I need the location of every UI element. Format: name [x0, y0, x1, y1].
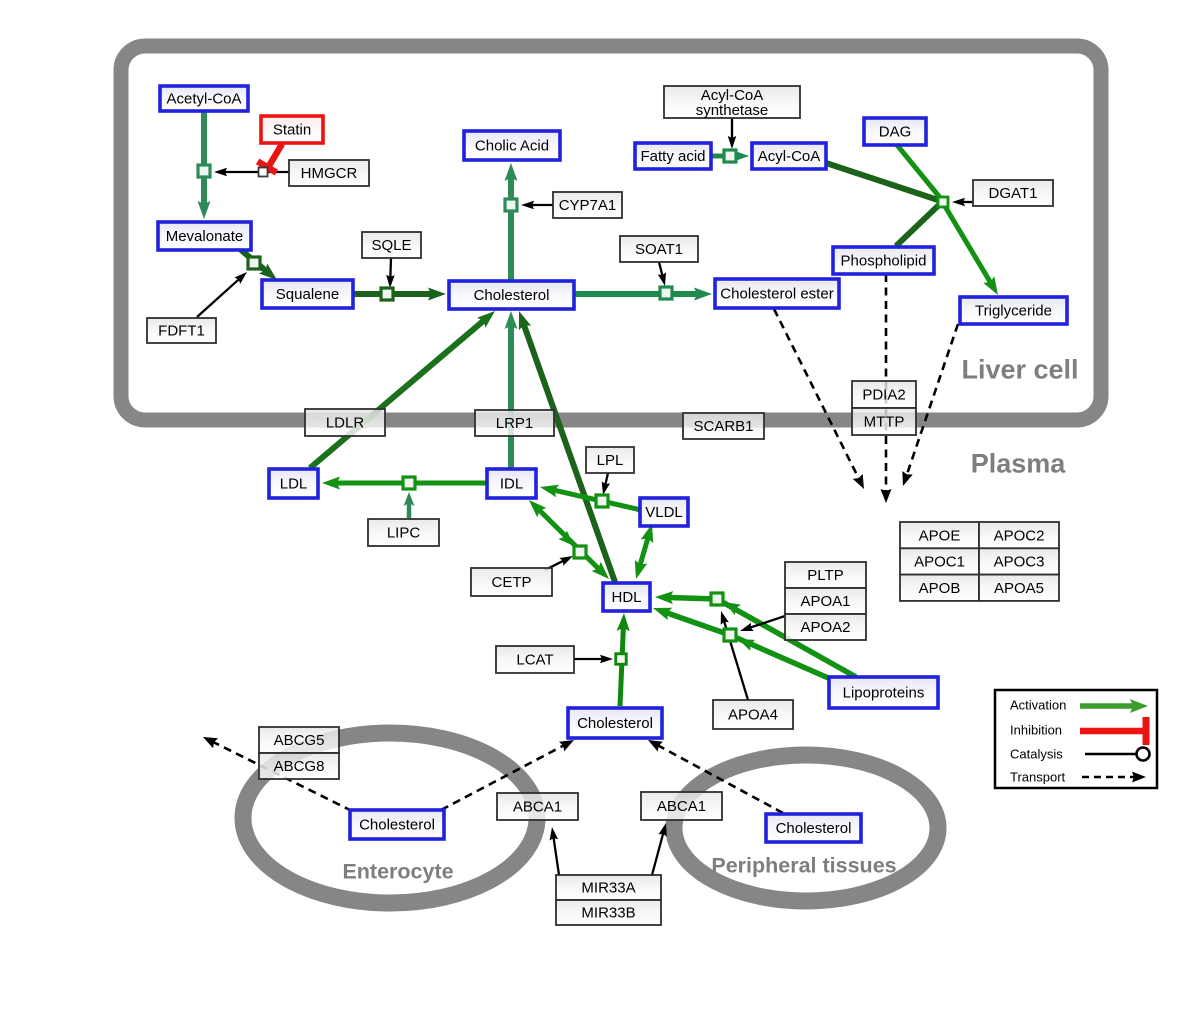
svg-text:Cholic Acid: Cholic Acid — [475, 138, 549, 155]
svg-text:Cholesterol: Cholesterol — [474, 287, 550, 304]
svg-text:Fatty acid: Fatty acid — [640, 148, 705, 165]
svg-text:ABCG8: ABCG8 — [274, 758, 325, 775]
svg-text:DGAT1: DGAT1 — [989, 185, 1038, 202]
svg-text:Transport: Transport — [1010, 769, 1066, 784]
svg-text:Lipoproteins: Lipoproteins — [843, 685, 925, 702]
svg-text:Phospholipid: Phospholipid — [841, 253, 927, 270]
svg-text:Triglyceride: Triglyceride — [975, 303, 1052, 320]
svg-text:PDIA2: PDIA2 — [862, 387, 905, 404]
svg-text:MIR33B: MIR33B — [581, 905, 635, 922]
svg-text:DAG: DAG — [879, 124, 912, 141]
svg-text:APOA5: APOA5 — [994, 580, 1044, 597]
svg-text:Acyl-CoA: Acyl-CoA — [758, 148, 821, 165]
svg-text:Liver cell: Liver cell — [961, 354, 1078, 384]
svg-text:APOC2: APOC2 — [994, 527, 1045, 544]
svg-text:Statin: Statin — [273, 122, 311, 139]
svg-text:FDFT1: FDFT1 — [158, 323, 205, 340]
svg-text:Peripheral tissues: Peripheral tissues — [711, 853, 896, 877]
svg-text:CETP: CETP — [491, 574, 531, 591]
svg-text:Catalysis: Catalysis — [1010, 746, 1063, 761]
svg-text:APOA4: APOA4 — [728, 707, 778, 724]
svg-text:Enterocyte: Enterocyte — [342, 859, 453, 883]
svg-text:APOC3: APOC3 — [994, 554, 1045, 571]
svg-text:HDL: HDL — [611, 589, 641, 606]
svg-text:Cholesterol: Cholesterol — [359, 817, 435, 834]
svg-text:LRP1: LRP1 — [496, 415, 534, 432]
svg-text:SOAT1: SOAT1 — [635, 241, 683, 258]
svg-text:Inhibition: Inhibition — [1010, 722, 1062, 737]
svg-text:ABCA1: ABCA1 — [513, 799, 562, 816]
svg-text:APOA1: APOA1 — [800, 593, 850, 610]
svg-text:Activation: Activation — [1010, 697, 1066, 712]
svg-text:Squalene: Squalene — [276, 286, 339, 303]
svg-text:LIPC: LIPC — [387, 525, 421, 542]
svg-text:LCAT: LCAT — [516, 652, 553, 669]
svg-text:MTTP: MTTP — [864, 414, 905, 431]
svg-text:Acyl-CoA: Acyl-CoA — [701, 87, 764, 104]
svg-text:VLDL: VLDL — [645, 504, 683, 521]
svg-text:SQLE: SQLE — [371, 237, 411, 254]
svg-text:PLTP: PLTP — [807, 567, 843, 584]
svg-text:APOA2: APOA2 — [800, 619, 850, 636]
svg-text:APOB: APOB — [919, 580, 961, 597]
svg-text:Acetyl-CoA: Acetyl-CoA — [166, 91, 241, 108]
svg-text:Cholesterol ester: Cholesterol ester — [720, 286, 833, 303]
svg-text:Cholesterol: Cholesterol — [577, 715, 653, 732]
svg-text:synthetase: synthetase — [696, 102, 769, 119]
svg-text:Mevalonate: Mevalonate — [166, 228, 244, 245]
svg-text:LDL: LDL — [280, 476, 308, 493]
svg-text:Plasma: Plasma — [971, 448, 1067, 478]
svg-text:ABCA1: ABCA1 — [657, 798, 706, 815]
svg-text:MIR33A: MIR33A — [581, 880, 635, 897]
svg-text:APOE: APOE — [919, 527, 961, 544]
svg-text:IDL: IDL — [500, 476, 523, 493]
svg-text:ABCG5: ABCG5 — [274, 732, 325, 749]
svg-text:LDLR: LDLR — [326, 415, 365, 432]
svg-text:Cholesterol: Cholesterol — [776, 820, 852, 837]
svg-text:CYP7A1: CYP7A1 — [559, 197, 617, 214]
svg-text:LPL: LPL — [597, 452, 624, 469]
svg-text:SCARB1: SCARB1 — [693, 418, 753, 435]
svg-text:APOC1: APOC1 — [914, 554, 965, 571]
svg-text:HMGCR: HMGCR — [301, 165, 358, 182]
